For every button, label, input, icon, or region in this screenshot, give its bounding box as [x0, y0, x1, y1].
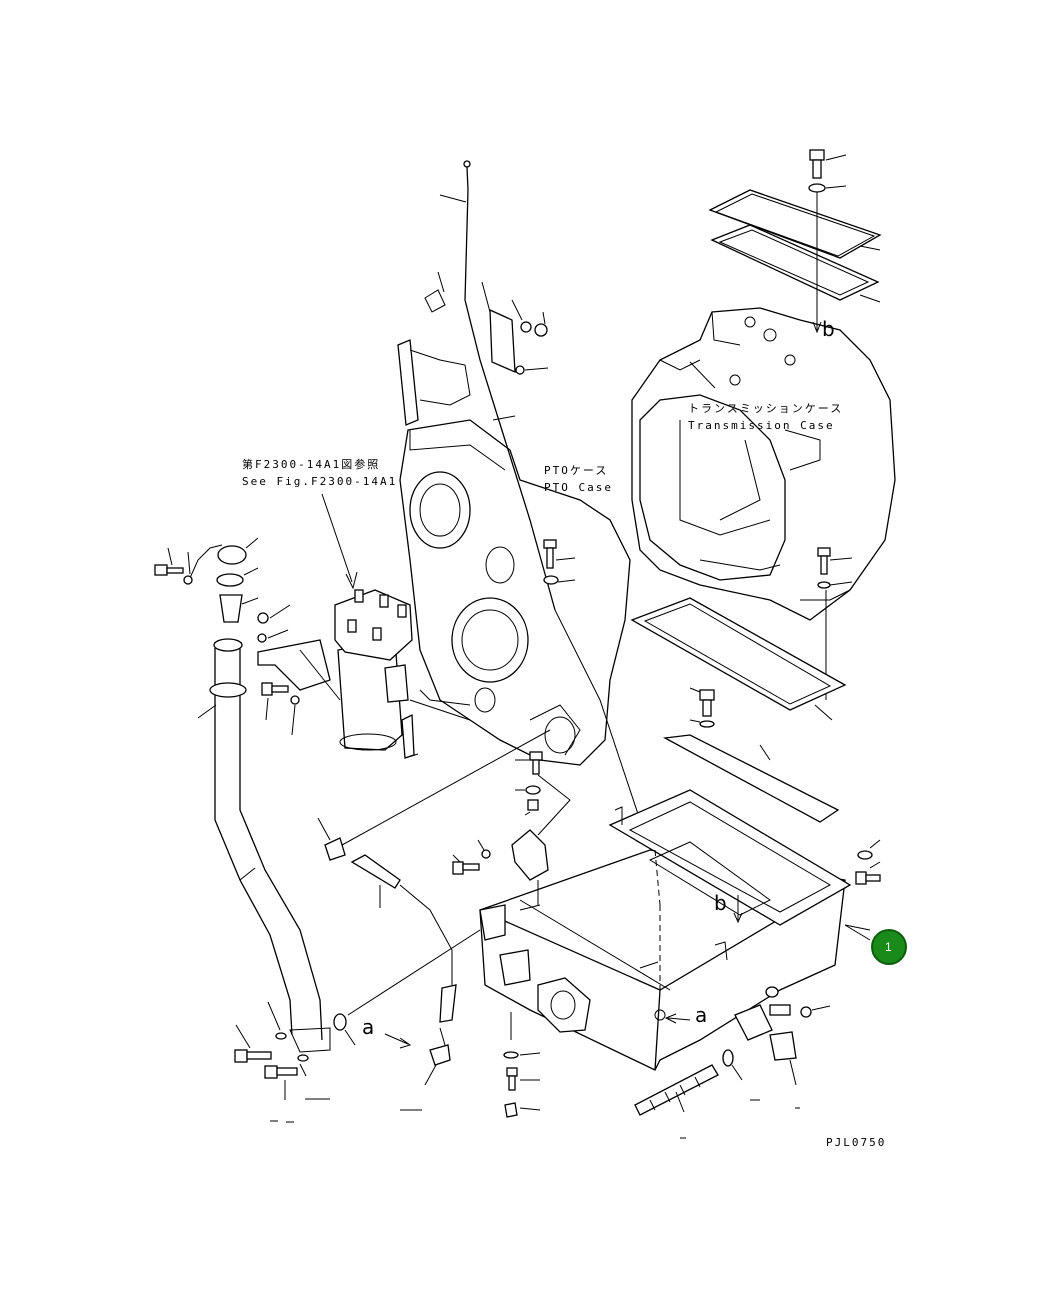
breather-hose [634, 1064, 719, 1116]
ref-b-bottom: b [714, 891, 727, 915]
transmission-case-label-jp: トランスミッションケース [688, 402, 843, 415]
pto-case [399, 419, 631, 766]
pipe-bolts-lower-left [234, 929, 481, 1100]
filter-bolt [261, 682, 300, 736]
pto-upper-bracket [397, 271, 549, 426]
filter-bracket [257, 604, 341, 701]
pto-bolts [543, 539, 576, 585]
oil-filter [334, 589, 419, 759]
top-bolt [808, 149, 881, 334]
drain-fittings [722, 986, 831, 1086]
top-cover-plate [708, 189, 882, 301]
ref-b-top: b [822, 317, 835, 341]
pto-case-label-en: PTO Case [544, 481, 613, 494]
pan-cover-bracket [662, 734, 840, 823]
dipstick [439, 160, 641, 821]
ref-a-left: a [362, 1015, 374, 1039]
filler-cap-assembly [154, 537, 259, 623]
filler-pipe [197, 638, 331, 1053]
transmission-case [631, 307, 896, 621]
callout-1[interactable]: 1 [844, 924, 907, 965]
oil-pan [479, 789, 871, 1071]
pto-case-label-jp: PTOケース [544, 464, 608, 477]
drawing-code: PJL0750 [826, 1136, 886, 1149]
transmission-case-label-en: Transmission Case [688, 419, 835, 432]
pan-drain-bolts [503, 1012, 541, 1118]
see-fig-label-en: See Fig.F2300-14A1 [242, 475, 397, 488]
centre-bracket [511, 751, 571, 905]
see-fig-label-jp: 第F2300-14A1図参照 [242, 457, 380, 471]
pan-side-bolts [855, 839, 881, 885]
lower-gasket [630, 597, 847, 711]
centre-bracket-bolts [452, 839, 491, 875]
oil-line [317, 729, 551, 861]
flex-hose [350, 854, 457, 1086]
pan-cover-bolt [689, 687, 715, 728]
callout-1-marker[interactable] [871, 929, 907, 965]
callout-1-number: 1 [885, 940, 892, 954]
ref-a-right: a [695, 1003, 707, 1027]
